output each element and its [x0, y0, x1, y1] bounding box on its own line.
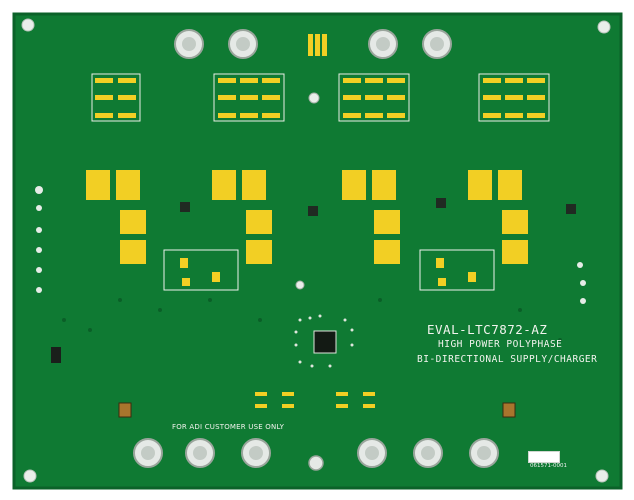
gate-driver-ics: [180, 198, 576, 216]
top-terminals: [174, 29, 452, 59]
left-edge-pins: [35, 186, 43, 293]
board-subtitle-2: BI-DIRECTIONAL SUPPLY/CHARGER: [417, 354, 598, 365]
capacitor-pad-groups: [95, 34, 545, 118]
standoffs: [295, 92, 320, 290]
electrolytic-capacitors: [51, 347, 516, 418]
serial-label-box: [528, 451, 560, 463]
mosfet-pads: [86, 170, 528, 264]
corner-mounting-holes: [21, 18, 611, 483]
controller-ic: [313, 330, 337, 354]
board-model-label: EVAL-LTC7872-AZ: [427, 322, 548, 337]
customer-note: FOR ADI CUSTOMER USE ONLY: [172, 423, 285, 431]
board-subtitle-1: HIGH POWER POLYPHASE: [438, 339, 563, 350]
serial-number: 061571-0001: [530, 463, 567, 469]
inductor-outlines: [163, 249, 495, 291]
right-edge-pins: [577, 262, 586, 304]
controller-area-vias: [294, 314, 354, 368]
bottom-capacitor-pads: [255, 392, 375, 408]
bottom-terminals: [133, 438, 499, 471]
